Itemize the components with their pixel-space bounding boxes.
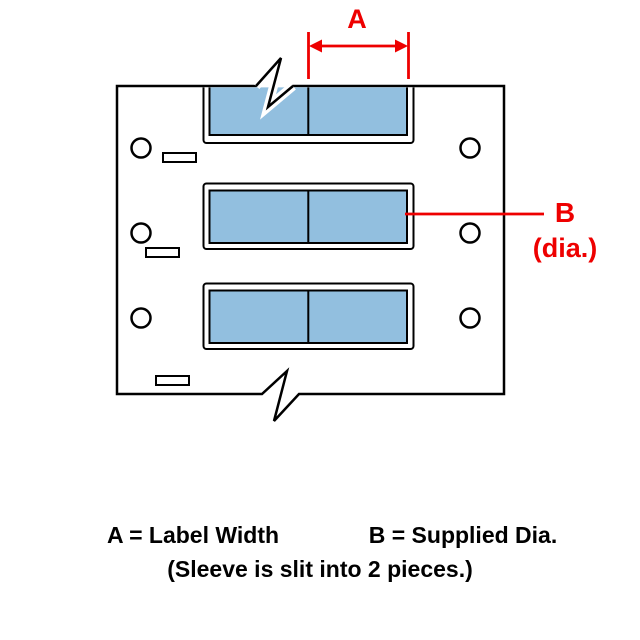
legend-note: (Sleeve is slit into 2 pieces.): [167, 556, 473, 582]
punch-hole-left-3: [130, 307, 152, 329]
legend-a-definition: A = Label Width: [107, 522, 279, 548]
feed-slot-2: [145, 247, 180, 258]
dimension-b-callout: B (dia.): [405, 197, 597, 263]
sleeve-row-2: [202, 182, 415, 250]
dim-a-label: A: [347, 4, 367, 34]
legend-b-definition: B = Supplied Dia.: [369, 522, 558, 548]
dim-a-arrowhead-right-icon: [395, 39, 408, 53]
legend: A = Label Width B = Supplied Dia. (Sleev…: [107, 522, 557, 582]
punch-hole-right-1: [459, 137, 481, 159]
dim-b-sublabel: (dia.): [533, 233, 598, 263]
feed-slot-3: [155, 375, 190, 386]
sleeve-row-3: [202, 282, 415, 350]
dimension-a-callout: A: [307, 4, 410, 79]
sleeve-row-1: [202, 87, 415, 144]
top-break-line: [255, 57, 294, 111]
dim-b-label: B: [555, 197, 575, 228]
dim-a-arrowhead-left-icon: [309, 39, 322, 53]
punch-hole-right-3: [459, 307, 481, 329]
feed-slot-1: [162, 152, 197, 163]
punch-hole-left-1: [130, 137, 152, 159]
punch-hole-left-2: [130, 222, 152, 244]
punch-hole-right-2: [459, 222, 481, 244]
